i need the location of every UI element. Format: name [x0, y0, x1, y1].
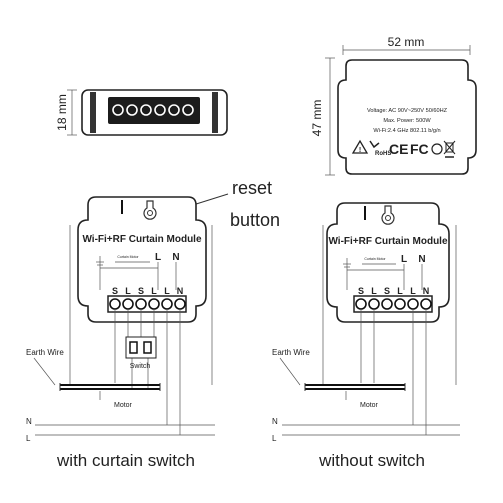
screw-hole-4 — [154, 104, 166, 116]
spec-wifi: Wi-Fi:2.4 GHz 802.11 b/g/n — [373, 128, 440, 134]
fcc-circle-icon — [431, 143, 443, 155]
line-n-label-left: N — [26, 417, 32, 426]
module-right-title: Wi-Fi+RF Curtain Module — [328, 236, 448, 247]
terminal-label-6: N — [177, 286, 184, 296]
terminal-label-r5: L — [410, 286, 416, 296]
motor-label-right: Motor — [360, 402, 379, 409]
side-view-rib-left — [90, 92, 96, 133]
earth-wire-leader-left — [33, 357, 56, 386]
terminal-label-r2: L — [371, 286, 377, 296]
warning-icon — [351, 139, 369, 154]
side-view: 18 mm — [55, 89, 228, 136]
screw-hole-5 — [168, 104, 180, 116]
reset-button-left — [143, 200, 157, 220]
module-left-term-l: L — [155, 252, 161, 263]
line-n-label-right: N — [272, 417, 278, 426]
caption-left: with curtain switch — [56, 451, 195, 470]
module-left-motor-label: Curtain Motor — [117, 255, 139, 259]
module-right-body — [326, 202, 450, 323]
callout-reset: reset — [232, 178, 272, 198]
module-left: Wi-Fi+RF Curtain Module L N Curtain Moto… — [26, 196, 215, 470]
screw-hole-2 — [126, 104, 138, 116]
module-left-term-n: N — [172, 252, 179, 263]
reset-button-callout: reset button — [157, 178, 280, 230]
rohs-check-icon — [369, 140, 380, 149]
module-right-term-n: N — [418, 254, 425, 265]
side-view-rib-right — [212, 92, 218, 133]
top-view: 52 mm 47 mm Voltage: AC 90V~250V 50/60HZ… — [310, 35, 477, 176]
terminal-block-side — [108, 97, 200, 124]
terminal-label-r1: S — [358, 286, 364, 296]
terminal-label-3: S — [138, 286, 144, 296]
module-left-title: Wi-Fi+RF Curtain Module — [82, 234, 202, 245]
spec-voltage: Voltage: AC 90V~250V 50/60HZ — [367, 108, 448, 114]
earth-wire-label-right: Earth Wire — [272, 348, 310, 357]
module-right: Wi-Fi+RF Curtain Module L N Curtain Moto… — [272, 202, 460, 470]
weee-bin-icon — [443, 140, 456, 158]
terminal-label-r4: L — [397, 286, 403, 296]
motor-label-left: Motor — [114, 402, 133, 409]
terminal-screws-right — [355, 298, 432, 310]
terminal-label-4: L — [151, 286, 157, 296]
switch-label: Switch — [130, 363, 151, 370]
terminal-screws-left — [109, 298, 186, 310]
terminal-label-1: S — [112, 286, 118, 296]
module-right-term-l: L — [401, 254, 407, 265]
module-right-motor-label: Curtain Motor — [364, 257, 386, 261]
line-l-label-left: L — [26, 434, 31, 443]
terminal-label-r3: S — [384, 286, 390, 296]
cert-rohs: RoHS — [375, 151, 391, 157]
caption-right: without switch — [318, 451, 425, 470]
terminal-label-5: L — [164, 286, 170, 296]
svg-text:!: ! — [359, 147, 361, 154]
reset-button-right — [381, 205, 395, 225]
wires-right — [360, 309, 427, 435]
line-l-label-right: L — [272, 434, 277, 443]
dim-label-52mm: 52 mm — [388, 35, 425, 49]
wires-left — [114, 309, 181, 435]
cert-ce: CE — [389, 141, 408, 157]
callout-button: button — [230, 210, 280, 230]
module-left-body — [77, 196, 207, 323]
earth-wire-label-left: Earth Wire — [26, 348, 64, 357]
dim-label-18mm: 18 mm — [55, 94, 69, 131]
screw-hole-6 — [182, 104, 194, 116]
cert-fc: FC — [410, 141, 429, 157]
earth-wire-leader-right — [279, 357, 301, 386]
terminal-label-r6: N — [423, 286, 430, 296]
terminal-label-2: L — [125, 286, 131, 296]
dim-label-47mm: 47 mm — [310, 100, 324, 137]
screw-hole-1 — [112, 104, 124, 116]
screw-hole-3 — [140, 104, 152, 116]
spec-power: Max. Power: 500W — [383, 118, 431, 124]
